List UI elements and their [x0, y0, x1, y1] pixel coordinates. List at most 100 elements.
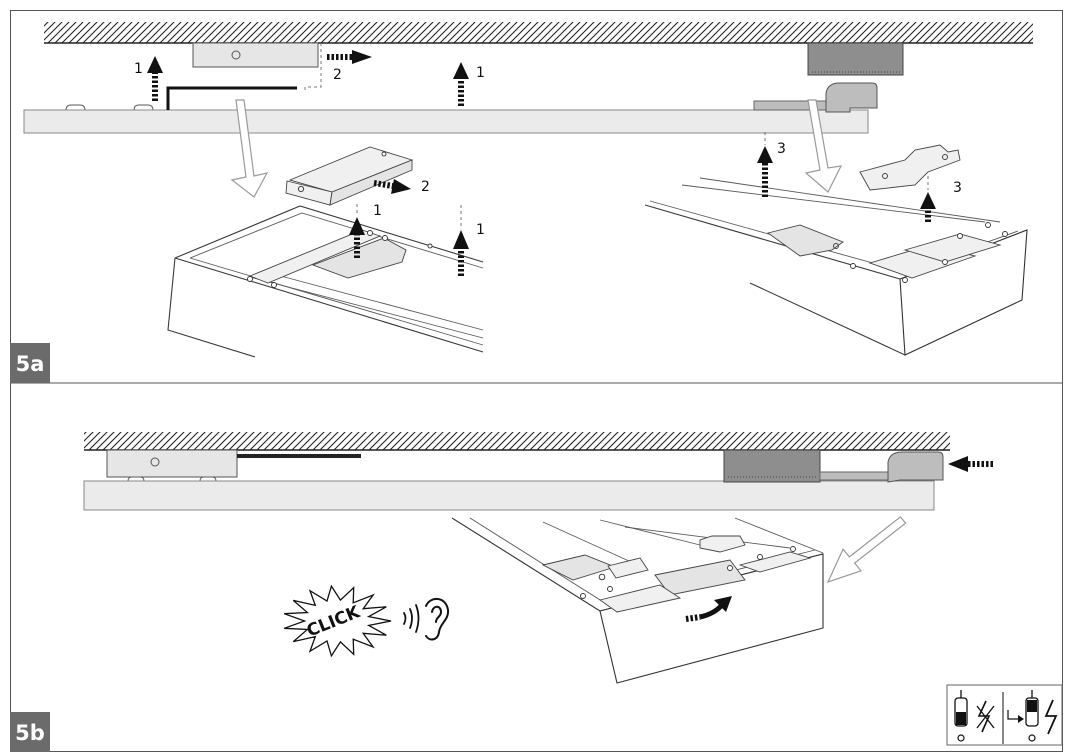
luminaire-top-line: [699, 177, 1001, 223]
panel-5b: CLICK: [10, 432, 1063, 752]
ceiling-mount-box: [106, 449, 238, 478]
panel-label-box: [10, 712, 50, 752]
lamp-fill: [1027, 700, 1037, 712]
mounting-rail: [261, 270, 484, 331]
lamp-base: [1028, 734, 1036, 742]
outline-arrow-icon: [804, 99, 843, 193]
mount-screw-hole: [150, 457, 160, 467]
end-tray: [598, 584, 682, 613]
profile-clip: [199, 476, 217, 482]
screw: [985, 222, 991, 228]
ceiling-hatch: [44, 22, 1033, 43]
step-label: 2: [421, 179, 430, 195]
profile-clip: [127, 476, 145, 482]
arrow-right-icon: [373, 180, 394, 189]
arrow-up-head: [920, 192, 936, 209]
lamp-base: [957, 734, 965, 742]
end-bracket: [825, 82, 878, 113]
driver-plate: [766, 224, 844, 257]
panel-5a: 2 1 1: [10, 22, 1033, 383]
profile-clip: [65, 104, 86, 111]
screw: [790, 546, 796, 552]
end-bracket: [887, 451, 944, 483]
sequence-arrow-icon: [1007, 710, 1019, 720]
screw: [381, 151, 387, 157]
screw: [942, 259, 948, 265]
luminaire-top-line: [734, 517, 824, 554]
ear-inner: [431, 605, 443, 623]
mount-screw-hole: [598, 573, 606, 581]
arrow-up-head: [757, 146, 773, 163]
step-label: 3: [777, 141, 786, 157]
screw: [247, 276, 253, 282]
end-plate: [903, 233, 1002, 263]
bracket-tab: [699, 535, 746, 553]
arrow-left-head: [948, 456, 968, 472]
sound-wave: [409, 608, 413, 629]
arrow-up-head: [453, 230, 469, 249]
luminaire-top-line: [599, 519, 701, 546]
rail-plate: [248, 229, 382, 284]
outline-arrow-icon: [230, 99, 269, 198]
curved-arrow-head: [714, 596, 732, 612]
floating-bracket: [859, 144, 961, 191]
step-label: 2: [333, 67, 342, 83]
screw: [757, 554, 763, 560]
luminaire-edge: [644, 204, 901, 280]
sound-wave: [403, 612, 407, 625]
arrow-up-head: [349, 217, 365, 235]
slide-ghost-outline: [304, 42, 322, 92]
ear-icon: [425, 598, 450, 641]
clip-plate: [607, 557, 649, 579]
mount-screw-hole: [882, 173, 888, 179]
cross-icon: [976, 705, 995, 729]
sound-waves-icon: [403, 604, 420, 633]
luminaire-profile: [23, 109, 869, 134]
sound-wave: [415, 604, 420, 633]
luminaire-edge: [174, 257, 484, 353]
arrow-right-head: [391, 179, 411, 194]
screw: [607, 586, 613, 592]
power-sequence-icon: [946, 684, 1063, 746]
step-label: 3: [953, 180, 962, 196]
screw: [1002, 231, 1008, 237]
step-label: 1: [373, 203, 382, 219]
screw: [271, 282, 277, 288]
ceiling-block: [723, 449, 821, 483]
luminaire-top-line: [542, 521, 641, 567]
panel-label: 5a: [16, 352, 45, 376]
screw: [727, 565, 733, 571]
ear-outer: [425, 598, 450, 641]
screw: [382, 235, 388, 241]
luminaire-edge: [174, 205, 484, 263]
mounting-bar: [237, 454, 361, 458]
step-label: 1: [476, 65, 485, 81]
step-label: 1: [476, 222, 485, 238]
arrow-up-head: [453, 62, 469, 79]
mount-screw-hole: [833, 243, 839, 249]
profile-clip: [133, 104, 154, 111]
mount-screw-hole: [231, 50, 241, 60]
luminaire-end-face: [167, 257, 256, 358]
luminaire-end-bottom: [451, 517, 824, 684]
luminaire-end-right: [644, 177, 1028, 356]
luminaire-top-line: [681, 184, 986, 223]
luminaire-inner-rim: [189, 257, 484, 346]
curved-arrow-shaft: [685, 614, 701, 622]
step-label: 1: [134, 61, 143, 77]
arrow-up-head: [147, 56, 163, 73]
ceiling-mount-box: [192, 42, 319, 68]
mounting-rail: [249, 276, 484, 339]
luminaire-front-face: [599, 553, 824, 684]
panel-label: 5b: [15, 721, 45, 745]
end-tray: [738, 551, 812, 573]
ceiling-hatch: [84, 432, 950, 450]
plate-side: [329, 159, 413, 206]
floating-mount-plate: [285, 146, 414, 206]
luminaire-top-face: [175, 206, 483, 352]
luminaire-end-left: [167, 205, 484, 358]
screw: [902, 277, 908, 283]
lightning-on-icon: [1044, 699, 1058, 735]
arrow-right-head: [352, 50, 372, 64]
